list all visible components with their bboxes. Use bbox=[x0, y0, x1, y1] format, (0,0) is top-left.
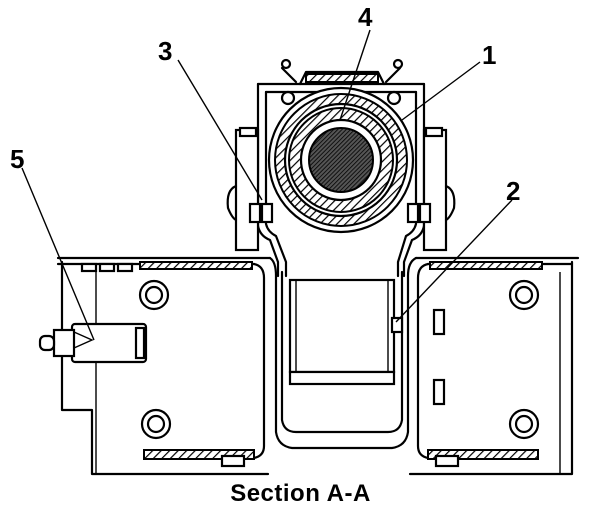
callout-4: 4 bbox=[358, 2, 373, 32]
u-channel bbox=[252, 256, 446, 460]
callout-1: 1 bbox=[482, 40, 496, 70]
support-bracket bbox=[226, 58, 456, 278]
bearing-assembly bbox=[267, 86, 415, 234]
switch-component bbox=[38, 322, 148, 364]
section-caption: Section A-A bbox=[230, 480, 371, 507]
callout-2: 2 bbox=[506, 176, 520, 206]
bolt-top-right bbox=[508, 279, 540, 311]
bolt-top-left bbox=[138, 279, 170, 311]
leader-lines bbox=[21, 29, 513, 341]
bolt-bottom-right bbox=[508, 408, 540, 440]
callout-5: 5 bbox=[10, 144, 24, 174]
bolt-bottom-left bbox=[140, 408, 172, 440]
callout-3: 3 bbox=[158, 36, 172, 66]
